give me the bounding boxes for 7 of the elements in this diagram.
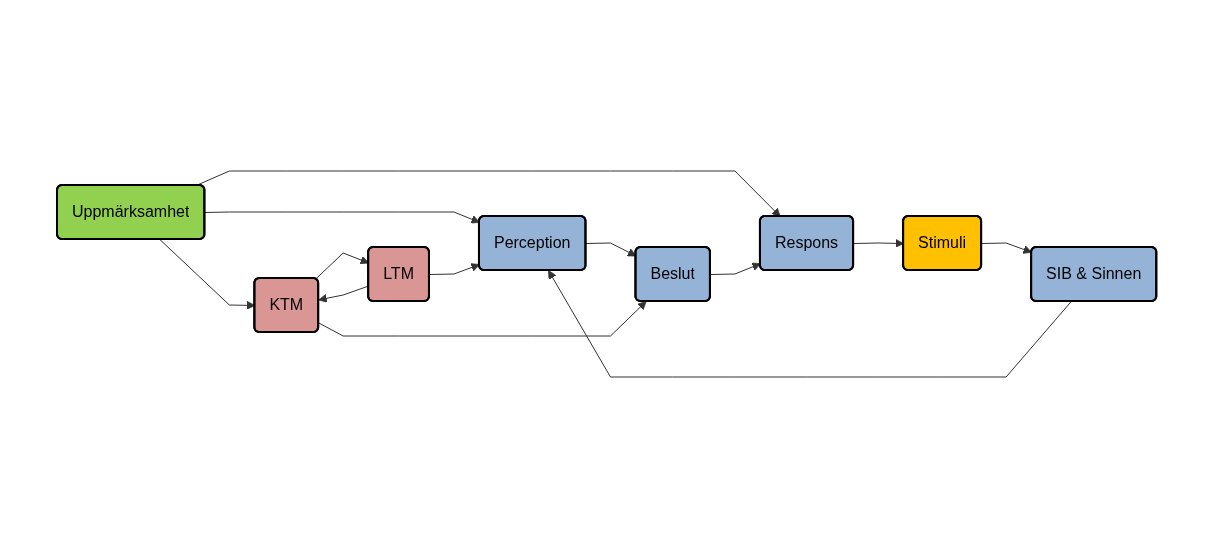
arrow [315, 252, 369, 279]
arrow [318, 300, 647, 336]
arrow [428, 262, 480, 275]
arrow [547, 269, 1072, 377]
arrow [709, 262, 761, 275]
arrow [980, 242, 1032, 254]
arrow [318, 285, 369, 303]
